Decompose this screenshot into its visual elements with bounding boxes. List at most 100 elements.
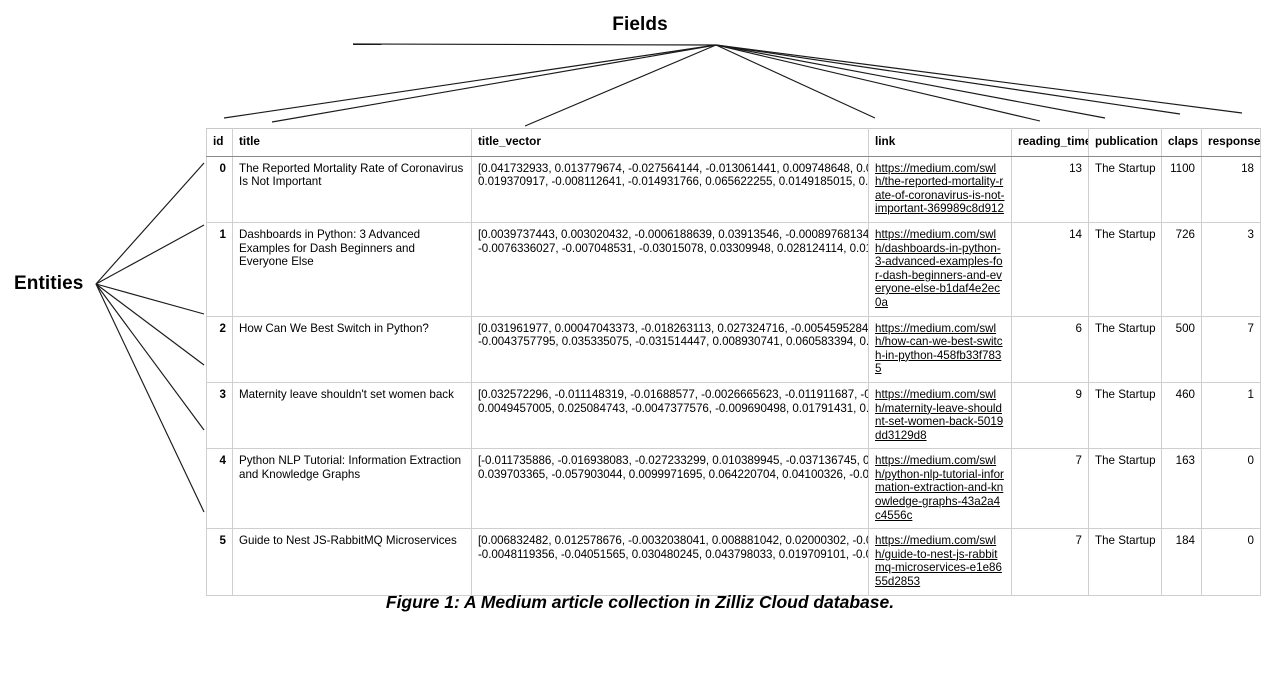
- cell-reading-time: 6: [1011, 315, 1089, 383]
- cell-title-vector: [0.041732933, 0.013779674, -0.027564144,…: [471, 155, 869, 223]
- vector-line-1: [0.032572296, -0.011148319, -0.01688577,…: [478, 387, 869, 401]
- cell-title: Python NLP Tutorial: Information Extract…: [232, 448, 472, 530]
- cell-id: 5: [206, 528, 233, 596]
- cell-responses: 18: [1201, 155, 1261, 223]
- cell-claps: 163: [1161, 448, 1202, 530]
- entities-line-row-3: [95, 283, 205, 366]
- cell-reading-time: 7: [1011, 528, 1089, 596]
- cell-publication: The Startup: [1088, 155, 1162, 223]
- cell-claps: 184: [1161, 528, 1202, 596]
- cell-title: Guide to Nest JS-RabbitMQ Microservices: [232, 528, 472, 596]
- table-row[interactable]: 5 Guide to Nest JS-RabbitMQ Microservice…: [206, 528, 1261, 596]
- vector-line-2: 0.0049457005, 0.025084743, -0.0047377576…: [478, 401, 869, 415]
- table-row[interactable]: 3 Maternity leave shouldn't set women ba…: [206, 381, 1261, 450]
- fields-line-id: [223, 44, 717, 119]
- cell-link[interactable]: https://medium.com/swlh/how-can-we-best-…: [868, 315, 1012, 383]
- cell-publication: The Startup: [1088, 448, 1162, 530]
- fields-line-reading-time: [715, 44, 876, 119]
- cell-link[interactable]: https://medium.com/swlh/the-reported-mor…: [868, 155, 1012, 223]
- cell-publication: The Startup: [1088, 315, 1162, 383]
- cell-title: Dashboards in Python: 3 Advanced Example…: [232, 221, 472, 317]
- fields-line-title-vector: [352, 43, 717, 46]
- cell-title-vector: [-0.011735886, -0.016938083, -0.02723329…: [471, 448, 869, 530]
- vector-line-2: 0.019370917, -0.008112641, -0.014931766,…: [478, 175, 869, 189]
- cell-link[interactable]: https://medium.com/swlh/python-nlp-tutor…: [868, 448, 1012, 530]
- table-header-row: id title title_vector link reading_time …: [206, 128, 1261, 157]
- article-link[interactable]: https://medium.com/swlh/guide-to-nest-js…: [875, 534, 1002, 589]
- cell-responses: 0: [1201, 448, 1261, 530]
- cell-id: 2: [206, 315, 233, 383]
- fields-line-claps: [715, 44, 1106, 119]
- cell-id: 3: [206, 381, 233, 450]
- cell-responses: 3: [1201, 221, 1261, 317]
- article-link[interactable]: https://medium.com/swlh/how-can-we-best-…: [875, 321, 1003, 376]
- cell-reading-time: 7: [1011, 448, 1089, 530]
- cell-title-vector: [0.031961977, 0.00047043373, -0.01826311…: [471, 315, 869, 383]
- cell-publication: The Startup: [1088, 381, 1162, 450]
- article-link[interactable]: https://medium.com/swlh/dashboards-in-py…: [875, 227, 1003, 309]
- cell-link[interactable]: https://medium.com/swlh/maternity-leave-…: [868, 381, 1012, 450]
- fields-line-link: [524, 44, 717, 127]
- column-header-link[interactable]: link: [868, 128, 1012, 157]
- cell-responses: 1: [1201, 381, 1261, 450]
- column-header-reading-time[interactable]: reading_time: [1011, 128, 1089, 157]
- cell-title-vector: [0.006832482, 0.012578676, -0.0032038041…: [471, 528, 869, 596]
- article-link[interactable]: https://medium.com/swlh/python-nlp-tutor…: [875, 454, 1004, 522]
- column-header-title[interactable]: title: [232, 128, 472, 157]
- table-body: 0 The Reported Mortality Rate of Coronav…: [206, 155, 1261, 596]
- table-row[interactable]: 1 Dashboards in Python: 3 Advanced Examp…: [206, 221, 1261, 317]
- cell-link[interactable]: https://medium.com/swlh/dashboards-in-py…: [868, 221, 1012, 317]
- fields-line-responses-2: [715, 44, 1243, 114]
- column-header-claps[interactable]: claps: [1161, 128, 1202, 157]
- cell-link[interactable]: https://medium.com/swlh/guide-to-nest-js…: [868, 528, 1012, 596]
- article-link[interactable]: https://medium.com/swlh/maternity-leave-…: [875, 387, 1004, 442]
- table-row[interactable]: 2 How Can We Best Switch in Python? [0.0…: [206, 315, 1261, 383]
- cell-id: 4: [206, 448, 233, 530]
- cell-title: The Reported Mortality Rate of Coronavir…: [232, 155, 472, 223]
- article-link[interactable]: https://medium.com/swlh/the-reported-mor…: [875, 161, 1005, 216]
- entities-label: Entities: [14, 273, 84, 294]
- fields-line-title: [271, 44, 717, 123]
- collection-table: id title title_vector link reading_time …: [206, 128, 1261, 596]
- vector-line-1: [0.006832482, 0.012578676, -0.0032038041…: [478, 534, 869, 548]
- vector-line-1: [-0.011735886, -0.016938083, -0.02723329…: [478, 454, 869, 468]
- cell-id: 0: [206, 155, 233, 223]
- vector-line-2: -0.0076336027, -0.007048531, -0.03015078…: [478, 241, 869, 255]
- vector-line-1: [0.0039737443, 0.003020432, -0.000618863…: [478, 227, 869, 241]
- entities-line-row-1: [95, 224, 205, 285]
- table-row[interactable]: 4 Python NLP Tutorial: Information Extra…: [206, 448, 1261, 530]
- entities-leader-lines: [95, 162, 205, 513]
- vector-line-2: -0.0048119356, -0.04051565, 0.030480245,…: [478, 547, 869, 561]
- fields-leader-lines: [223, 43, 1243, 127]
- column-header-title-vector[interactable]: title_vector: [471, 128, 869, 157]
- column-header-responses[interactable]: responses: [1201, 128, 1261, 157]
- column-header-publication[interactable]: publication: [1088, 128, 1162, 157]
- cell-id: 1: [206, 221, 233, 317]
- vector-line-1: [0.031961977, 0.00047043373, -0.01826311…: [478, 321, 869, 335]
- entities-line-row-2: [95, 283, 205, 315]
- vector-line-2: -0.0043757795, 0.035335075, -0.031514447…: [478, 335, 869, 349]
- fields-line-publication: [715, 44, 1041, 122]
- cell-reading-time: 13: [1011, 155, 1089, 223]
- vector-line-1: [0.041732933, 0.013779674, -0.027564144,…: [478, 161, 869, 175]
- cell-claps: 460: [1161, 381, 1202, 450]
- figure-caption: Figure 1: A Medium article collection in…: [385, 592, 895, 612]
- entities-line-row-5: [95, 283, 205, 513]
- cell-title-vector: [0.032572296, -0.011148319, -0.01688577,…: [471, 381, 869, 450]
- fields-label: Fields: [612, 14, 668, 35]
- cell-claps: 726: [1161, 221, 1202, 317]
- cell-title: Maternity leave shouldn't set women back: [232, 381, 472, 450]
- cell-title: How Can We Best Switch in Python?: [232, 315, 472, 383]
- cell-publication: The Startup: [1088, 528, 1162, 596]
- cell-reading-time: 14: [1011, 221, 1089, 317]
- entities-line-row-0: [95, 162, 205, 285]
- cell-claps: 500: [1161, 315, 1202, 383]
- cell-publication: The Startup: [1088, 221, 1162, 317]
- vector-line-2: 0.039703365, -0.057903044, 0.0099971695,…: [478, 467, 869, 481]
- entities-line-row-4: [95, 283, 205, 431]
- cell-reading-time: 9: [1011, 381, 1089, 450]
- cell-title-vector: [0.0039737443, 0.003020432, -0.000618863…: [471, 221, 869, 317]
- cell-responses: 7: [1201, 315, 1261, 383]
- column-header-id[interactable]: id: [206, 128, 233, 157]
- table-row[interactable]: 0 The Reported Mortality Rate of Coronav…: [206, 155, 1261, 223]
